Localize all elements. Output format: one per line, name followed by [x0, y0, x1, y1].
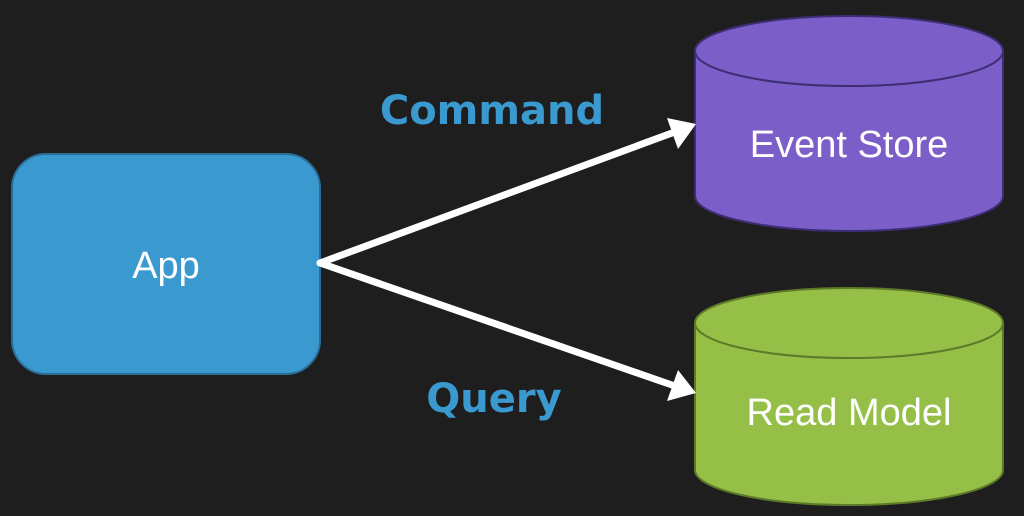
read-model-cylinder: [694, 323, 1004, 506]
command-label: Command: [380, 88, 604, 134]
event-store-node: Event Store: [694, 15, 1004, 232]
read-model-cylinder-top: [694, 287, 1004, 359]
event-store-label: Event Store: [750, 124, 949, 166]
command-arrow: [316, 118, 696, 267]
event-store-cylinder-top: [694, 15, 1004, 87]
query-label: Query: [426, 376, 561, 422]
query-arrow: [316, 259, 696, 401]
app-node: App: [11, 153, 321, 375]
read-model-node: Read Model: [694, 287, 1004, 506]
read-model-label: Read Model: [747, 392, 952, 434]
command-arrow-line: [316, 129, 676, 267]
app-label: App: [132, 245, 200, 287]
query-arrowhead: [667, 370, 696, 401]
event-store-cylinder: [694, 51, 1004, 232]
query-arrow-line: [316, 259, 676, 389]
command-arrowhead: [667, 118, 696, 149]
